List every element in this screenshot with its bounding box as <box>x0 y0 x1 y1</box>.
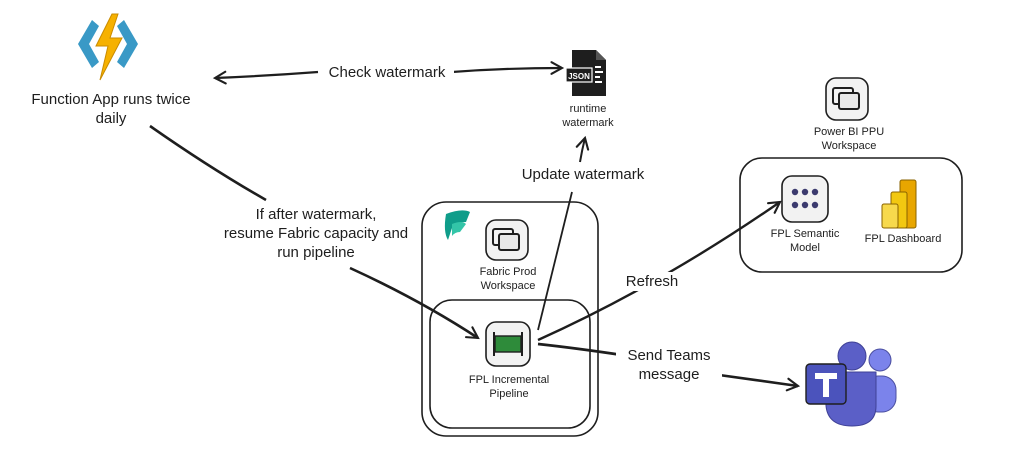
powerbi-workspace-container <box>739 157 963 273</box>
runtime-watermark-line1: runtime <box>569 103 607 115</box>
send-teams-label: Send Teams message <box>616 346 722 384</box>
update-watermark-arrow-head <box>575 135 590 163</box>
azure-function-icon <box>78 13 138 81</box>
resume-arrow-upper <box>149 124 267 202</box>
pipeline-container <box>429 299 591 429</box>
resume-label-line3: run pipeline <box>277 244 355 261</box>
powerbi-workspace-label: Power BI PPU Workspace <box>786 125 912 153</box>
fabric-workspace-line1: Fabric Prod <box>479 266 537 278</box>
powerbi-workspace-line2: Workspace <box>821 140 877 152</box>
semantic-model-line1: FPL Semantic <box>770 228 840 240</box>
resume-label-line2: resume Fabric capacity and <box>223 225 409 242</box>
dashboard-label: FPL Dashboard <box>864 233 942 245</box>
send-teams-arrow-upper <box>537 342 623 357</box>
fabric-logo-icon <box>444 210 470 240</box>
send-teams-label-line2: message <box>638 366 700 383</box>
refresh-label: Refresh <box>616 272 688 291</box>
pipeline-label: FPL Incremental Pipeline <box>446 373 572 401</box>
fabric-capacity-container <box>421 201 599 437</box>
fabric-workspace-line2: Workspace <box>480 280 536 292</box>
function-app-label-line2: daily <box>95 110 127 127</box>
resume-label-line1: If after watermark, <box>255 206 377 223</box>
powerbi-report-icon <box>881 179 917 229</box>
send-teams-label-line1: Send Teams <box>627 347 711 364</box>
update-watermark-arrow <box>537 191 573 331</box>
check-watermark-label: Check watermark <box>320 63 454 82</box>
send-teams-arrow-lower <box>711 372 801 392</box>
microsoft-teams-icon <box>805 341 897 427</box>
check-watermark-arrow <box>212 70 319 85</box>
semantic-model-icon <box>781 175 829 223</box>
powerbi-workspace-line1: Power BI PPU <box>813 126 885 138</box>
json-file-icon: JSON <box>565 50 606 96</box>
semantic-model-line2: Model <box>790 242 820 254</box>
function-app-label: Function App runs twice daily <box>8 90 214 128</box>
update-watermark-label: Update watermark <box>510 165 656 184</box>
runtime-watermark-line2: watermark <box>562 117 614 129</box>
pipeline-line1: FPL Incremental <box>468 374 550 386</box>
pipeline-icon <box>485 321 531 367</box>
function-app-label-line1: Function App runs twice <box>31 91 191 108</box>
powerbi-workspace-icon <box>825 77 869 121</box>
runtime-watermark-label: runtime watermark <box>540 102 636 130</box>
resume-arrow-lower <box>349 266 480 340</box>
fabric-workspace-label: Fabric Prod Workspace <box>456 265 560 293</box>
check-watermark-arrow-right <box>451 61 565 75</box>
pipeline-line2: Pipeline <box>489 388 529 400</box>
refresh-arrow <box>537 200 782 342</box>
semantic-model-label: FPL Semantic Model <box>750 227 860 255</box>
json-badge: JSON <box>568 72 590 81</box>
resume-label: If after watermark, resume Fabric capaci… <box>212 205 420 262</box>
fabric-workspace-icon <box>485 219 529 261</box>
